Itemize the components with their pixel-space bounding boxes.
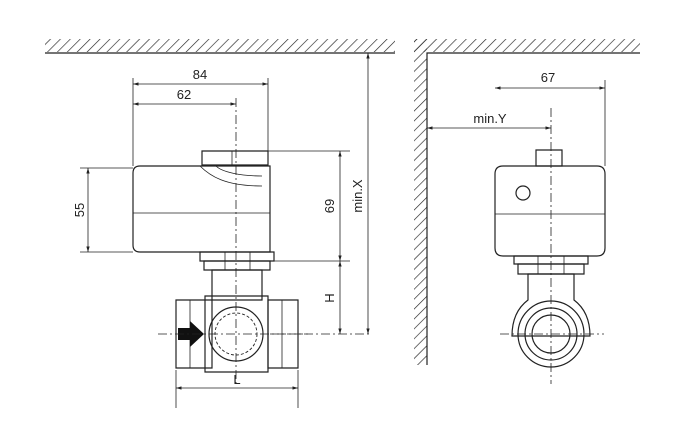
dimension-label-min-y: min.Y (473, 111, 507, 126)
center-lines-right (500, 108, 604, 384)
dimension-label-l: L (233, 372, 240, 387)
center-lines-left (158, 98, 372, 386)
dimension-label-min-x: min.X (350, 179, 365, 213)
valve-body-side-view (175, 269, 299, 373)
dimension-label-55: 55 (72, 203, 87, 217)
dimension-label-84: 84 (193, 67, 207, 82)
ceiling-left (45, 39, 395, 54)
dimension-lines-left (86, 53, 370, 390)
dimension-label-67: 67 (541, 70, 555, 85)
dimension-lines-right (427, 86, 605, 130)
dimension-label-69: 69 (322, 199, 337, 213)
flow-direction-arrow-icon (178, 321, 204, 347)
dimension-label-h: H (322, 293, 337, 302)
wall-corner-right (414, 39, 640, 365)
extension-lines-left (80, 78, 350, 408)
actuator-front-view (494, 149, 606, 275)
dimension-label-62: 62 (177, 87, 191, 102)
actuator-side-view (132, 150, 275, 271)
